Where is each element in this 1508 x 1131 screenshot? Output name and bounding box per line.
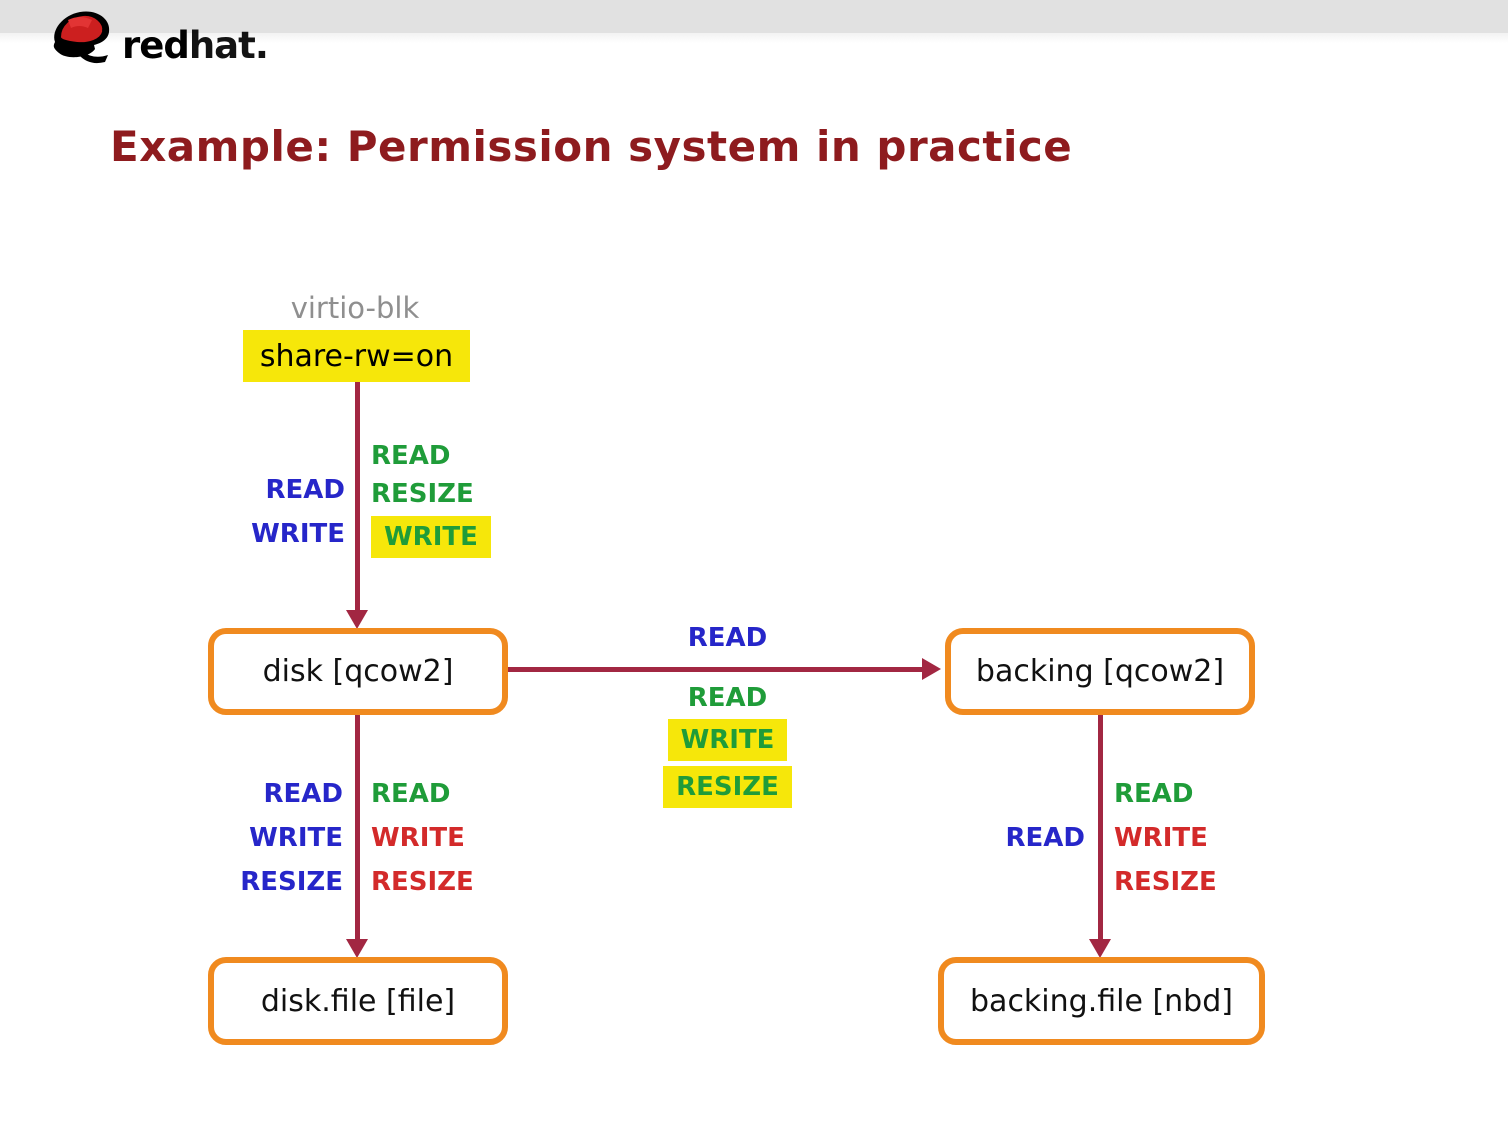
edge-disk-to-backing-below-permissions: READ WRITE RESIZE — [640, 682, 815, 808]
edge-disk-to-diskfile-line — [355, 715, 360, 943]
permission-label: RESIZE — [1114, 867, 1217, 897]
node-disk-label: disk [qcow2] — [262, 654, 454, 689]
top-bar-fade — [0, 33, 1508, 43]
permission-label: READ — [263, 779, 344, 809]
node-disk-file: disk.file [file] — [208, 957, 508, 1045]
page-title: Example: Permission system in practice — [110, 122, 1073, 171]
edge-virtio-to-disk-arrowhead-icon — [346, 610, 368, 629]
device-name-label: virtio-blk — [290, 291, 420, 325]
device-option-label: share-rw=on — [259, 338, 454, 374]
edge-backing-to-backingfile-right-permissions: READ WRITE RESIZE — [1114, 772, 1217, 904]
permission-label-highlighted: WRITE — [667, 719, 788, 761]
node-backing-file: backing.file [nbd] — [938, 957, 1265, 1045]
node-backing-file-label: backing.file [nbd] — [970, 983, 1233, 1019]
permission-label: WRITE — [251, 519, 345, 549]
permission-label: RESIZE — [371, 479, 474, 509]
node-backing-label: backing [qcow2] — [975, 654, 1225, 689]
edge-disk-to-diskfile-arrowhead-icon — [346, 939, 368, 958]
permission-label: WRITE — [1114, 823, 1208, 853]
edge-disk-to-diskfile-right-permissions: READ WRITE RESIZE — [371, 772, 474, 904]
top-bar — [0, 0, 1508, 33]
edge-disk-to-backing-above-permissions: READ — [640, 622, 815, 654]
permission-label: READ — [687, 683, 768, 713]
edge-backing-to-backingfile-left-permissions: READ — [935, 816, 1086, 860]
permission-label: READ — [687, 623, 768, 653]
node-backing: backing [qcow2] — [945, 628, 1255, 715]
permission-label-highlighted: WRITE — [371, 516, 491, 558]
wordmark-red: red — [122, 24, 190, 67]
edge-virtio-to-disk-line — [355, 382, 360, 614]
permission-label: WRITE — [249, 823, 343, 853]
edge-disk-to-diskfile-left-permissions: READ WRITE RESIZE — [190, 772, 343, 904]
permission-label: READ — [371, 779, 451, 809]
permission-label: RESIZE — [371, 867, 474, 897]
permission-label-highlighted: RESIZE — [663, 766, 792, 808]
permission-label: RESIZE — [240, 867, 343, 897]
edge-disk-to-backing-arrowhead-icon — [922, 658, 941, 680]
edge-virtio-to-disk-right-permissions: READ RESIZE WRITE — [371, 440, 491, 558]
node-disk-file-label: disk.file [file] — [260, 983, 456, 1019]
device-option-highlight: share-rw=on — [243, 330, 470, 382]
edge-backing-to-backingfile-arrowhead-icon — [1089, 939, 1111, 958]
permission-label: READ — [1005, 823, 1086, 853]
redhat-wordmark: redhat. — [122, 24, 269, 68]
permission-label: READ — [1114, 779, 1194, 809]
redhat-logo: redhat. — [48, 6, 269, 68]
permission-label: WRITE — [371, 823, 465, 853]
permission-label: READ — [371, 441, 451, 471]
permission-label: READ — [265, 475, 346, 505]
edge-backing-to-backingfile-line — [1098, 715, 1103, 943]
edge-virtio-to-disk-left-permissions: READ WRITE — [195, 468, 345, 556]
edge-disk-to-backing-line — [508, 667, 924, 672]
node-disk: disk [qcow2] — [208, 628, 508, 715]
redhat-fedora-icon — [48, 6, 118, 68]
wordmark-hat: hat. — [188, 24, 269, 67]
